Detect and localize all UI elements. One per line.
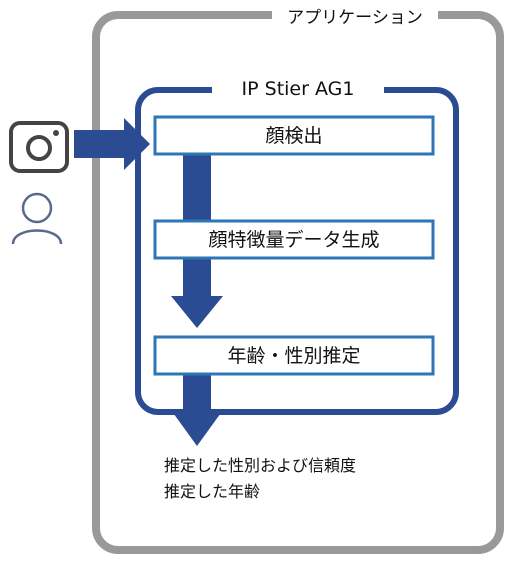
flow-arrow-shaft-1 bbox=[183, 150, 211, 222]
input-arrow-head bbox=[124, 118, 150, 170]
step-box-1 bbox=[153, 115, 435, 156]
output-label-1: 推定した性別および信頼度 bbox=[164, 456, 356, 475]
application-title: アプリケーション bbox=[287, 8, 423, 28]
flow-arrow-head-3 bbox=[171, 410, 223, 446]
camera-icon bbox=[9, 121, 69, 173]
output-label-2: 推定した年齢 bbox=[164, 482, 260, 501]
input-arrow-shaft bbox=[74, 130, 126, 158]
step-label-3: 年齢・性別推定 bbox=[227, 345, 360, 367]
application-title-gap bbox=[272, 4, 438, 28]
flow-arrow-head-2 bbox=[171, 296, 223, 328]
step-box-3 bbox=[153, 335, 435, 376]
step-box-2 bbox=[153, 219, 435, 260]
engine-title-gap bbox=[212, 75, 384, 101]
step-label-2: 顔特徴量データ生成 bbox=[208, 229, 379, 251]
engine-title: IP Stier AG1 bbox=[242, 78, 355, 100]
step-label-1: 顔検出 bbox=[265, 125, 322, 147]
person-icon bbox=[11, 192, 63, 245]
